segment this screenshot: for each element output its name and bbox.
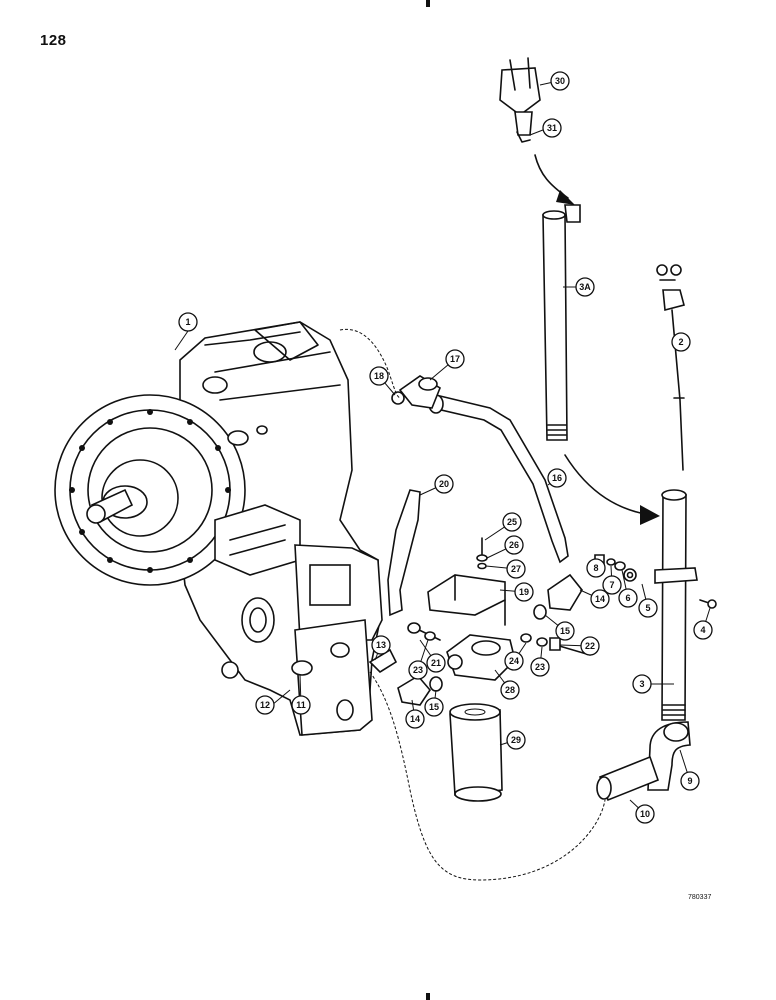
svg-text:5: 5 xyxy=(645,603,650,613)
svg-text:19: 19 xyxy=(519,587,529,597)
oil-lines xyxy=(339,328,606,881)
svg-text:16: 16 xyxy=(552,473,562,483)
svg-text:26: 26 xyxy=(509,540,519,550)
callout-24: 24 xyxy=(504,651,524,671)
callout-15-left: 15 xyxy=(424,697,444,717)
callout-23-left: 23 xyxy=(408,660,428,680)
callout-14-left: 14 xyxy=(405,709,425,729)
svg-text:12: 12 xyxy=(260,700,270,710)
svg-text:4: 4 xyxy=(700,625,705,635)
svg-text:29: 29 xyxy=(511,735,521,745)
svg-text:1: 1 xyxy=(185,317,190,327)
svg-text:23: 23 xyxy=(535,662,545,672)
svg-text:25: 25 xyxy=(507,517,517,527)
callout-20: 20 xyxy=(434,474,454,494)
callout-11: 11 xyxy=(291,695,311,715)
svg-text:15: 15 xyxy=(429,702,439,712)
svg-text:3: 3 xyxy=(639,679,644,689)
svg-text:23: 23 xyxy=(413,665,423,675)
callout-4: 4 xyxy=(693,620,713,640)
callout-26: 26 xyxy=(504,535,524,555)
svg-text:18: 18 xyxy=(374,371,384,381)
callout-3a: 3A xyxy=(575,277,595,297)
callout-10: 10 xyxy=(635,804,655,824)
svg-text:31: 31 xyxy=(547,123,557,133)
callout-7: 7 xyxy=(602,575,622,595)
callout-19: 19 xyxy=(514,582,534,602)
svg-text:21: 21 xyxy=(431,658,441,668)
svg-text:6: 6 xyxy=(625,593,630,603)
bottom-crop-mark xyxy=(426,993,430,1000)
callout-15-right: 15 xyxy=(555,621,575,641)
svg-text:20: 20 xyxy=(439,479,449,489)
svg-text:10: 10 xyxy=(640,809,650,819)
svg-text:9: 9 xyxy=(687,776,692,786)
callout-31: 31 xyxy=(542,118,562,138)
callout-13: 13 xyxy=(371,635,391,655)
svg-text:15: 15 xyxy=(560,626,570,636)
svg-text:14: 14 xyxy=(595,594,605,604)
page-number: 128 xyxy=(40,32,67,49)
callout-29: 29 xyxy=(506,730,526,750)
callout-1: 1 xyxy=(178,312,198,332)
callout-22: 22 xyxy=(580,636,600,656)
svg-text:3A: 3A xyxy=(579,282,591,292)
svg-text:14: 14 xyxy=(410,714,420,724)
callout-25: 25 xyxy=(502,512,522,532)
drawing-code: 780337 xyxy=(688,894,712,901)
top-crop-mark xyxy=(426,0,430,7)
callout-23-right: 23 xyxy=(530,657,550,677)
callout-17: 17 xyxy=(445,349,465,369)
svg-text:11: 11 xyxy=(296,700,306,710)
callout-2: 2 xyxy=(671,332,691,352)
callout-8: 8 xyxy=(586,558,606,578)
fill-tube-assembly xyxy=(499,57,717,802)
callout-18: 18 xyxy=(369,366,389,386)
leader-lines xyxy=(174,80,711,815)
svg-text:22: 22 xyxy=(585,641,595,651)
callout-3: 3 xyxy=(632,674,652,694)
svg-text:28: 28 xyxy=(505,685,515,695)
svg-text:13: 13 xyxy=(376,640,386,650)
svg-text:24: 24 xyxy=(509,656,519,666)
svg-text:17: 17 xyxy=(450,354,460,364)
callout-21: 21 xyxy=(426,653,446,673)
callout-28: 28 xyxy=(500,680,520,700)
filter-assembly xyxy=(368,489,591,802)
callout-9: 9 xyxy=(680,771,700,791)
callout-30: 30 xyxy=(550,71,570,91)
svg-text:27: 27 xyxy=(511,564,521,574)
callout-27: 27 xyxy=(506,559,526,579)
callout-5: 5 xyxy=(638,598,658,618)
svg-text:8: 8 xyxy=(593,563,598,573)
callout-16: 16 xyxy=(547,468,567,488)
callout-14-right: 14 xyxy=(590,589,610,609)
svg-text:2: 2 xyxy=(678,337,683,347)
svg-text:30: 30 xyxy=(555,76,565,86)
svg-text:7: 7 xyxy=(609,580,614,590)
callout-6: 6 xyxy=(618,588,638,608)
callout-12: 12 xyxy=(255,695,275,715)
transmission-assembly xyxy=(54,321,383,736)
